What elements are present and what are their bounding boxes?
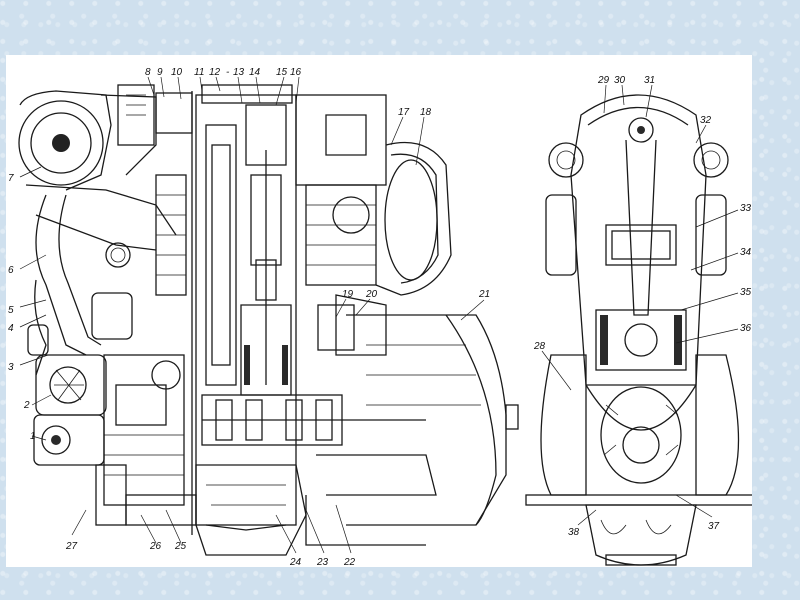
label-19: 19 (342, 289, 354, 300)
label-36: 36 (740, 323, 752, 334)
engine-cross-section-diagram: 1 2 3 4 5 6 7 8 9 10 11 12 - 13 14 15 16… (8, 67, 752, 567)
label-13: 13 (233, 67, 245, 78)
longitudinal-section (18, 84, 519, 556)
label-15: 15 (276, 67, 288, 78)
label-34: 34 (740, 247, 752, 258)
engine-drawing-panel: 1 2 3 4 5 6 7 8 9 10 11 12 - 13 14 15 16… (6, 55, 752, 567)
label-3: 3 (8, 362, 14, 373)
label-23: 23 (316, 557, 329, 567)
label-4: 4 (8, 323, 14, 334)
label-9: 9 (157, 67, 163, 78)
label-32: 32 (700, 115, 712, 126)
label-1: 1 (30, 431, 36, 442)
label-29: 29 (597, 75, 610, 86)
label-18: 18 (420, 107, 432, 118)
label-38: 38 (568, 527, 580, 538)
label-28: 28 (533, 341, 546, 352)
callout-lines (19, 76, 739, 554)
label-31: 31 (644, 75, 655, 86)
label-7: 7 (8, 173, 14, 184)
label-37: 37 (708, 521, 720, 532)
label-14: 14 (249, 67, 261, 78)
label-30: 30 (614, 75, 626, 86)
label-26: 26 (149, 541, 162, 552)
label-6: 6 (8, 265, 14, 276)
label-2: 2 (23, 400, 30, 411)
label-33: 33 (740, 203, 752, 214)
label-27: 27 (65, 541, 78, 552)
label-25: 25 (174, 541, 187, 552)
label-12: 12 (209, 67, 221, 78)
label-21: 21 (478, 289, 490, 300)
label-11: 11 (194, 67, 204, 78)
label-10: 10 (171, 67, 183, 78)
label-35: 35 (740, 287, 752, 298)
label-17: 17 (398, 107, 410, 118)
label-22: 22 (343, 557, 356, 567)
label-5: 5 (8, 305, 14, 316)
transverse-section (525, 94, 752, 566)
label-24: 24 (289, 557, 302, 567)
part-labels: 1 2 3 4 5 6 7 8 9 10 11 12 - 13 14 15 16… (8, 67, 752, 567)
label-20: 20 (365, 289, 378, 300)
label-16: 16 (290, 67, 302, 78)
label-dash: - (226, 67, 230, 78)
label-8: 8 (145, 67, 151, 78)
